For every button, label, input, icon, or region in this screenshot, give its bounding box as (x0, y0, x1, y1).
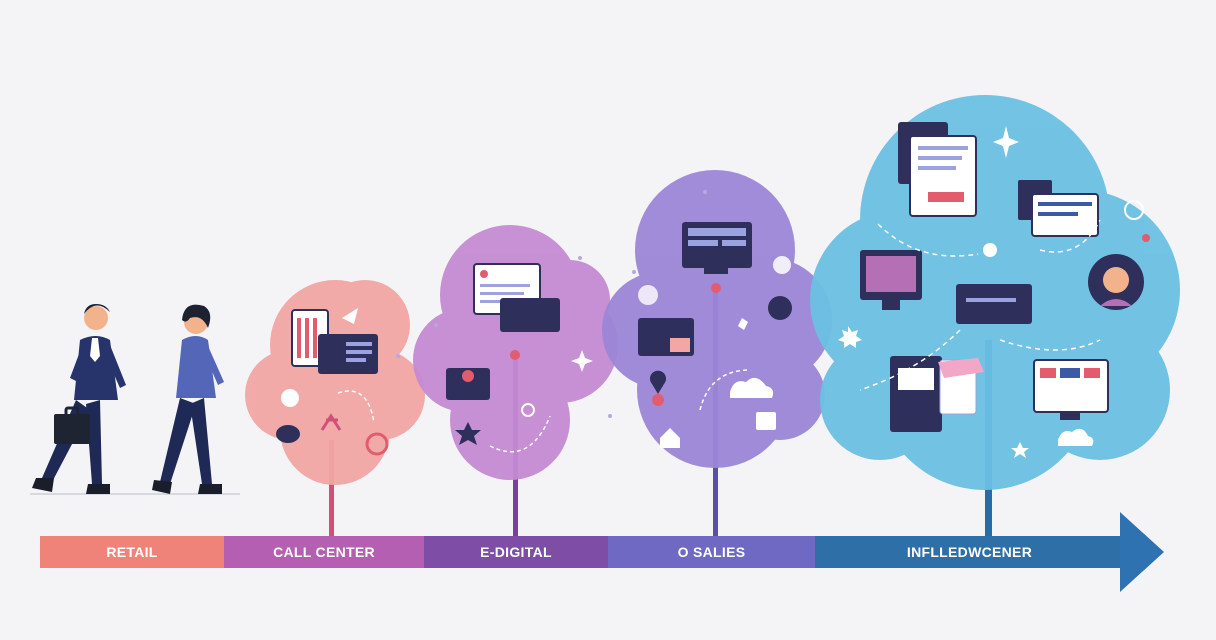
timeline-segment-4 (608, 536, 815, 568)
bug-icon (768, 296, 792, 320)
tree-influencer (810, 95, 1180, 536)
cloud-icon (730, 377, 774, 398)
stage-label-2: CALL CENTER (273, 544, 375, 560)
briefcase-icon (54, 406, 90, 444)
mobile-app-icon (890, 356, 984, 432)
cloud-icon (1058, 428, 1094, 446)
monitor-icon (860, 250, 922, 310)
tree-sales (602, 170, 832, 536)
camera-icon (446, 368, 490, 400)
walking-woman-icon (152, 304, 224, 494)
cloud-icon (276, 425, 300, 443)
avatar-icon (1088, 254, 1144, 310)
monitor-icon (500, 298, 560, 332)
smiley-icon (281, 389, 299, 407)
timeline-arrow-head (1120, 512, 1164, 592)
timeline-segment-1 (40, 536, 224, 568)
monitor-icon (682, 222, 752, 274)
walking-man-icon (32, 304, 126, 494)
chat-icon (318, 334, 378, 374)
target-icon (365, 432, 389, 456)
monitor-icon (1033, 359, 1109, 420)
tree-call-center (245, 280, 425, 536)
star-icon (455, 422, 481, 445)
paper-plane-icon (342, 308, 358, 324)
window-icon (898, 122, 977, 217)
timeline-segment-5 (815, 536, 1124, 568)
timeline-segment-2 (224, 536, 424, 568)
tree-digital (413, 225, 618, 536)
stage-label-5: INFLLEDWCENER (906, 544, 1033, 560)
timeline-segment-3 (424, 536, 608, 568)
stage-label-4: O SALIES (677, 544, 746, 560)
house-icon (660, 428, 680, 448)
stage-label-1: RETAIL (106, 544, 158, 560)
lock-icon (649, 370, 666, 394)
stage-label-3: E-DIGITAL (480, 544, 552, 560)
timeline-bar (40, 536, 1124, 568)
browser-icon (1018, 180, 1099, 237)
chat-icon (956, 284, 1032, 324)
sparkle-decorations (396, 190, 707, 418)
